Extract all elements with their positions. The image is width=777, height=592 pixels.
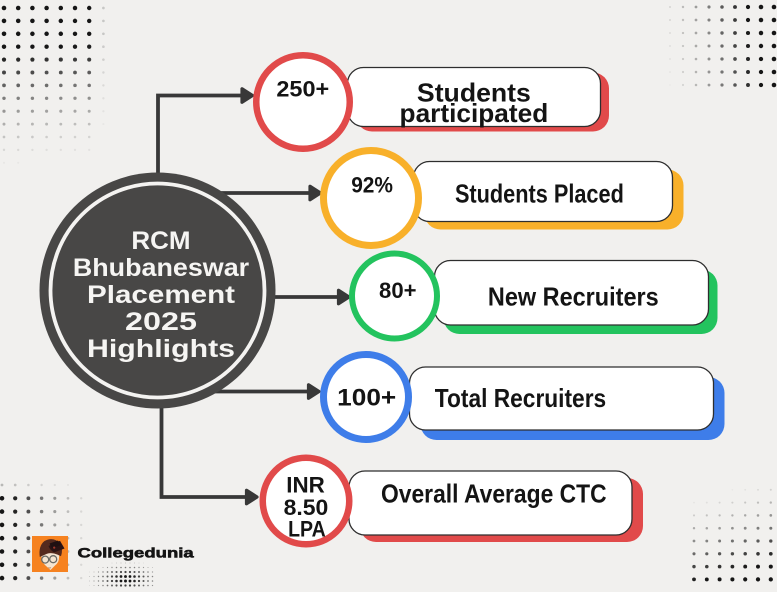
- svg-text:LPA: LPA: [288, 517, 326, 542]
- svg-text:Collegedunia: Collegedunia: [78, 546, 195, 561]
- svg-text:Students: Students: [417, 78, 531, 108]
- svg-text:Bhubaneswar: Bhubaneswar: [73, 254, 250, 282]
- svg-text:Students Placed: Students Placed: [455, 178, 624, 208]
- svg-text:100+: 100+: [337, 385, 396, 412]
- svg-text:RCM: RCM: [131, 227, 190, 255]
- svg-text:2025: 2025: [125, 308, 197, 336]
- svg-text:250+: 250+: [276, 76, 329, 101]
- svg-text:New Recruiters: New Recruiters: [488, 281, 659, 311]
- svg-text:Highlights: Highlights: [87, 335, 235, 363]
- svg-text:8.50: 8.50: [284, 495, 329, 520]
- svg-text:92%: 92%: [351, 172, 393, 197]
- svg-text:80+: 80+: [379, 278, 417, 303]
- svg-text:Total Recruiters: Total Recruiters: [435, 383, 606, 413]
- svg-text:INR: INR: [286, 473, 325, 498]
- svg-text:participated: participated: [400, 98, 549, 128]
- svg-text:Placement: Placement: [87, 281, 236, 309]
- svg-text:Overall Average CTC: Overall Average CTC: [381, 478, 607, 508]
